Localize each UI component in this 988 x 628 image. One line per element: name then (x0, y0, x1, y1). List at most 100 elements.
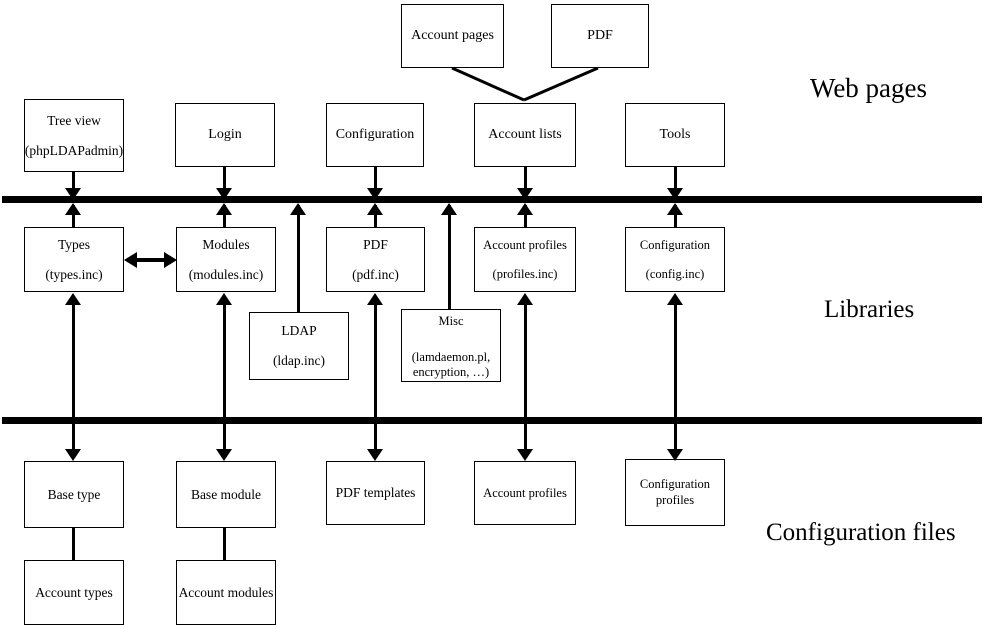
arrow-head-down-configuration-page (367, 188, 383, 200)
box-sublabel: (lamdaemon.pl, encryption, …) (411, 349, 491, 380)
arrow-head-down-login (216, 188, 232, 200)
box-base-type[interactable]: Base type (24, 461, 124, 528)
connector-configuration-page-down (374, 167, 377, 194)
arrow-head-down-configuration-profiles (667, 449, 683, 461)
box-modules[interactable]: Modules (modules.inc) (176, 227, 276, 292)
connector-login-down (223, 167, 226, 194)
connector-base-type-down (72, 424, 75, 454)
arrow-head-up-configuration-lib (667, 203, 683, 215)
box-login[interactable]: Login (175, 103, 275, 167)
box-ldap[interactable]: LDAP (ldap.inc) (249, 312, 349, 380)
box-label: Account lists (488, 126, 562, 142)
box-tree-view[interactable]: Tree view (phpLDAPadmin) (24, 99, 124, 172)
arrow-head-up-misc (441, 203, 457, 215)
box-pdf-top[interactable]: PDF (551, 4, 649, 68)
box-label: PDF (587, 27, 613, 43)
box-pdf-templates[interactable]: PDF templates (326, 461, 425, 525)
box-label: Types (57, 236, 91, 252)
connector-base-type-account-types (72, 527, 75, 561)
box-account-modules[interactable]: Account modules (176, 560, 276, 625)
connector-configuration-lib-from-below (674, 305, 677, 430)
box-sublabel: (profiles.inc) (492, 266, 558, 281)
connector-types-from-below (72, 305, 75, 430)
box-label: LDAP (281, 323, 317, 339)
box-account-lists[interactable]: Account lists (474, 103, 576, 167)
box-label: Account modules (178, 584, 274, 600)
box-label: Account pages (411, 27, 494, 43)
connector-account-profiles-lib-up (524, 205, 527, 228)
arrow-head-down-base-module (216, 449, 232, 461)
arrow-head-down-tools (667, 188, 683, 200)
arrow-head-down-account-lists (517, 188, 533, 200)
box-label: Configuration (335, 126, 415, 142)
connector-base-module-down (223, 424, 226, 454)
box-label: Modules (202, 236, 250, 252)
box-sublabel: (ldap.inc) (272, 353, 326, 368)
arrow-head-left-types (124, 252, 137, 268)
divider-band-web-libraries (2, 196, 982, 203)
connector-types-up (72, 205, 75, 228)
box-sublabel: (types.inc) (45, 266, 103, 282)
arrow-head-up-configuration-lib-from-below (667, 293, 683, 305)
box-pdf-lib[interactable]: PDF (pdf.inc) (326, 227, 425, 292)
box-account-types[interactable]: Account types (24, 560, 124, 625)
connector-modules-from-below (223, 305, 226, 430)
box-account-profiles-lib[interactable]: Account profiles (profiles.inc) (474, 227, 576, 292)
connector-tree-view-down (72, 172, 75, 194)
arrow-head-right-modules (164, 252, 177, 268)
connector-account-lists-down (524, 167, 527, 194)
box-label: PDF (363, 236, 388, 252)
divider-band-libraries-configfiles (2, 417, 982, 424)
box-label: Tree view (47, 112, 101, 128)
box-base-module[interactable]: Base module (176, 461, 276, 528)
arrow-head-up-pdf-lib-from-below (367, 293, 383, 305)
arrow-head-down-tree-view (65, 188, 81, 200)
box-label: Configuration (639, 238, 711, 253)
arrow-head-up-pdf-lib (367, 203, 383, 215)
section-label-configuration-files: Configuration files (766, 519, 956, 546)
box-configuration-page[interactable]: Configuration (326, 103, 424, 167)
connector-base-module-account-modules (223, 527, 226, 561)
box-tools[interactable]: Tools (625, 103, 725, 167)
connector-account-profiles-file-down (524, 424, 527, 454)
arrow-head-down-pdf-templates (367, 449, 383, 461)
arrow-head-up-modules-from-below (216, 293, 232, 305)
arrow-head-up-ldap (290, 203, 306, 215)
connector-ldap-up (297, 205, 300, 313)
section-label-web-pages: Web pages (810, 73, 928, 103)
box-types[interactable]: Types (types.inc) (24, 227, 124, 292)
arrow-head-up-types (65, 203, 81, 215)
box-account-pages[interactable]: Account pages (401, 4, 504, 68)
box-label: Account profiles (483, 238, 567, 253)
arrow-head-up-types-from-below (65, 293, 81, 305)
connector-pdf-lib-up (374, 205, 377, 228)
box-label: Configuration profiles (639, 476, 711, 507)
box-account-profiles-file[interactable]: Account profiles (474, 461, 576, 525)
box-label: Account types (35, 584, 113, 600)
arrow-head-up-account-profiles-lib-from-below (517, 293, 533, 305)
connector-modules-up (223, 205, 226, 228)
box-sublabel: (pdf.inc) (352, 266, 399, 282)
box-sublabel: (phpLDAPadmin) (24, 142, 124, 158)
arrow-head-up-modules (216, 203, 232, 215)
box-configuration-lib[interactable]: Configuration (config.inc) (625, 227, 725, 292)
connector-account-profiles-lib-from-below (524, 305, 527, 430)
connector-pdf-templates-down (374, 424, 377, 454)
box-label: PDF templates (335, 485, 416, 501)
connector-tools-down (674, 167, 677, 194)
arrow-head-down-base-type (65, 449, 81, 461)
box-misc[interactable]: Misc (lamdaemon.pl, encryption, …) (401, 309, 501, 382)
box-sublabel: (config.inc) (645, 266, 705, 281)
box-configuration-profiles[interactable]: Configuration profiles (625, 459, 725, 526)
connector-configuration-lib-up (674, 205, 677, 228)
arrow-head-up-account-profiles-lib (517, 203, 533, 215)
section-label-libraries: Libraries (824, 296, 915, 323)
box-label: Login (208, 126, 242, 142)
connector-configuration-profiles-down (674, 424, 677, 454)
connector-pdf-lib-from-below (374, 305, 377, 430)
arrow-head-down-account-profiles-file (517, 449, 533, 461)
box-label: Base module (190, 486, 262, 502)
box-label: Misc (438, 314, 464, 328)
box-sublabel: (modules.inc) (188, 266, 264, 282)
